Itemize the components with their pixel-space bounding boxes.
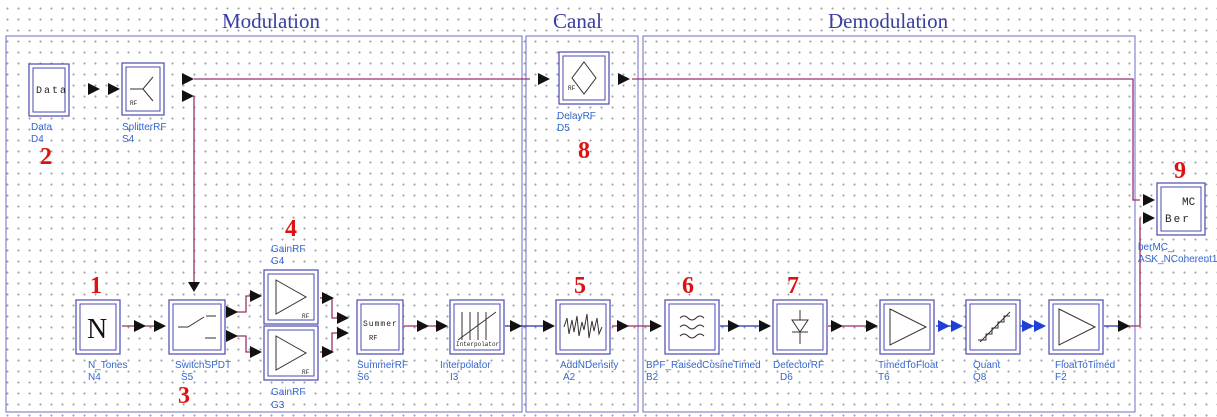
block-interp-name: Interpolator (440, 360, 491, 371)
block-data-icon-text: Data (36, 86, 68, 97)
marker-3: 3 (178, 383, 190, 409)
block-ber-id: ASK_NCoherent1 (1138, 254, 1217, 265)
block-summer-icon-text-2: RF (369, 335, 377, 343)
block-gain-bot-name: GainRF (271, 387, 305, 398)
block-gain-top[interactable]: RF (263, 269, 319, 325)
marker-9: 9 (1174, 158, 1186, 184)
block-ntones-name: N_Tones (88, 360, 127, 371)
gain-bot-icon (275, 335, 308, 371)
block-addn-name: AddNDensity (560, 360, 618, 371)
block-detector[interactable] (772, 299, 828, 355)
marker-5: 5 (574, 273, 586, 299)
block-quant[interactable] (965, 299, 1021, 355)
marker-4: 4 (285, 216, 297, 242)
block-ntones[interactable]: N (75, 299, 121, 355)
marker-1: 1 (90, 273, 102, 299)
timed2float-icon (889, 308, 928, 346)
block-splitter[interactable]: RF (121, 62, 165, 116)
block-float2timed-id: F2 (1055, 372, 1067, 383)
block-timed2float[interactable] (879, 299, 935, 355)
block-splitter-icon-text: RF (130, 100, 138, 107)
modulation-section (5, 35, 523, 413)
block-bpf[interactable] (664, 299, 720, 355)
canal-title: Canal (553, 9, 602, 33)
block-gain-bot-icon-text: RF (302, 369, 310, 376)
block-summer[interactable]: Summer RF (356, 299, 404, 355)
block-ntones-id: N4 (88, 372, 101, 383)
block-ber-icon-text-2: Ber (1165, 214, 1191, 226)
noise-icon (563, 313, 603, 339)
blue-ports (938, 320, 1046, 332)
demodulation-title: Demodulation (828, 9, 949, 33)
block-switch-name: SwitchSPDT (175, 360, 231, 371)
block-switch[interactable] (168, 299, 226, 355)
quantizer-icon (978, 311, 1011, 343)
marker-6: 6 (682, 273, 694, 299)
block-switch-id: S5 (181, 372, 194, 383)
marker-7: 7 (787, 273, 799, 299)
marker-8: 8 (578, 138, 590, 164)
block-data[interactable]: Data (28, 63, 70, 117)
marker-2: 2 (40, 144, 52, 170)
block-splitter-id: S4 (122, 134, 135, 145)
block-detector-id: D6 (780, 372, 793, 383)
canal-section (525, 35, 639, 413)
block-summer-icon-text-1: Summer (363, 320, 398, 329)
block-addn-id: A2 (563, 372, 576, 383)
float2timed-icon (1058, 308, 1097, 346)
block-splitter-name: SplitterRF (122, 122, 166, 133)
modulation-title: Modulation (222, 9, 320, 33)
block-gain-top-name: GainRF (271, 244, 305, 255)
wire-interp-path-to-ber[interactable] (1130, 218, 1141, 327)
block-delay-name: DelayRF (557, 111, 596, 122)
block-gain-top-icon-text: RF (302, 313, 310, 320)
interpolator-icon (457, 311, 497, 341)
block-quant-name: Quant (973, 360, 1000, 371)
block-detector-name: DetectorRF (773, 360, 824, 371)
block-ber-icon-text-1: MC (1182, 197, 1196, 209)
block-summer-name: SummerRF (357, 360, 408, 371)
splitter-icon (130, 76, 154, 102)
block-interp[interactable]: Interpolator (449, 299, 505, 355)
delay-icon (571, 61, 597, 95)
block-bpf-name: BPF_RaisedCosineTimed (646, 360, 761, 371)
block-gain-top-id: G4 (271, 256, 285, 267)
block-delay-id: D5 (557, 123, 570, 134)
block-timed2float-name: TimedToFloat (878, 360, 938, 371)
diode-icon (791, 310, 809, 344)
block-data-id: D4 (31, 134, 44, 145)
block-addn[interactable] (555, 299, 611, 355)
block-delay[interactable]: RF (558, 51, 610, 105)
block-ber-name: berMC_ (1138, 242, 1174, 253)
block-float2timed[interactable] (1048, 299, 1104, 355)
block-interp-id: I3 (450, 372, 459, 383)
block-gain-bot-id: G3 (271, 400, 285, 411)
block-delay-icon-text: RF (568, 85, 576, 92)
demodulation-section (642, 35, 1136, 413)
block-data-name: Data (31, 122, 53, 133)
block-interp-icon-text: Interpolator (456, 341, 500, 348)
switch-icon (178, 315, 216, 339)
block-timed2float-id: T6 (878, 372, 890, 383)
block-gain-bot[interactable]: RF (263, 325, 319, 381)
block-ber[interactable]: MC Ber (1156, 182, 1206, 236)
block-quant-id: Q8 (973, 372, 987, 383)
filter-icon (679, 315, 705, 339)
block-float2timed-name: FloatToTimed (1055, 360, 1115, 371)
port-arrows (88, 73, 1155, 358)
wire-delay-to-ber[interactable] (632, 78, 1140, 201)
block-summer-id: S6 (357, 372, 370, 383)
gain-top-icon (275, 279, 308, 315)
block-bpf-id: B2 (646, 372, 659, 383)
block-ntones-icon-text: N (87, 314, 107, 345)
